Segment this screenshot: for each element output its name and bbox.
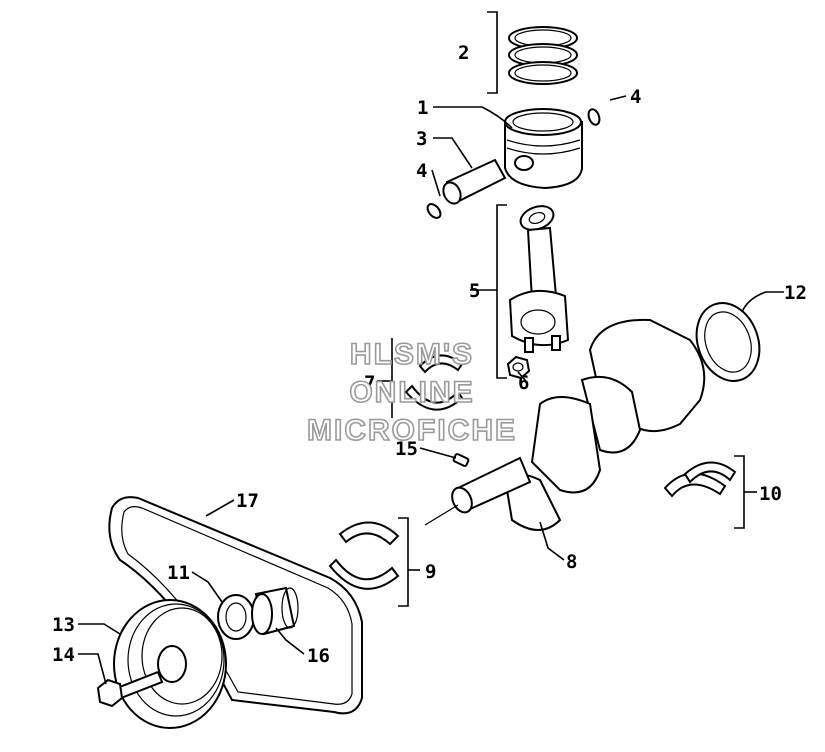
callout-16: 16 <box>307 645 330 667</box>
bearing-set-9 <box>328 521 400 590</box>
callout-2: 2 <box>458 42 469 64</box>
callout-5: 5 <box>469 280 480 302</box>
callout-7: 7 <box>364 372 375 394</box>
crank-pulley <box>113 599 227 729</box>
piston-rings <box>508 26 578 85</box>
callout-3: 3 <box>416 128 427 150</box>
pulley-bolt <box>96 670 164 708</box>
nut <box>506 355 531 380</box>
oil-seal <box>695 302 761 382</box>
callout-8: 8 <box>566 551 577 573</box>
watermark: HLSM'S ONLINE MICROFICHE <box>306 337 517 448</box>
piston <box>504 108 583 190</box>
circlip-upper <box>587 108 601 126</box>
callout-9: 9 <box>425 561 436 583</box>
watermark-line2: ONLINE <box>349 376 474 409</box>
bearing-set-10 <box>663 461 737 498</box>
piston-pin <box>442 158 507 205</box>
connecting-rod <box>508 205 570 353</box>
bracket-5 <box>496 204 507 379</box>
woodruff-key <box>452 453 470 467</box>
crankshaft <box>424 318 706 531</box>
callout-14: 14 <box>52 644 75 666</box>
callout-4-lower: 4 <box>416 160 427 182</box>
callout-15: 15 <box>395 438 418 460</box>
watermark-line3: MICROFICHE <box>307 414 517 447</box>
callout-6: 6 <box>518 372 529 394</box>
bearing-set-7 <box>404 354 464 411</box>
callout-17: 17 <box>236 490 259 512</box>
watermark-line1: HLSM'S <box>350 338 474 371</box>
leader-lines <box>78 95 784 685</box>
callout-10: 10 <box>759 483 782 505</box>
callout-1: 1 <box>417 97 428 119</box>
callout-labels: 1 2 3 4 4 5 6 7 8 9 10 11 12 13 14 15 16… <box>52 42 807 667</box>
callout-12: 12 <box>784 282 807 304</box>
callout-11: 11 <box>167 562 190 584</box>
bracket-2 <box>487 11 498 94</box>
callout-13: 13 <box>52 614 75 636</box>
bracket-9 <box>398 517 409 607</box>
bracket-10 <box>734 455 745 529</box>
callout-4-upper: 4 <box>630 86 641 108</box>
gear <box>251 586 299 636</box>
spacer <box>217 594 255 640</box>
circlip-lower <box>426 203 442 219</box>
